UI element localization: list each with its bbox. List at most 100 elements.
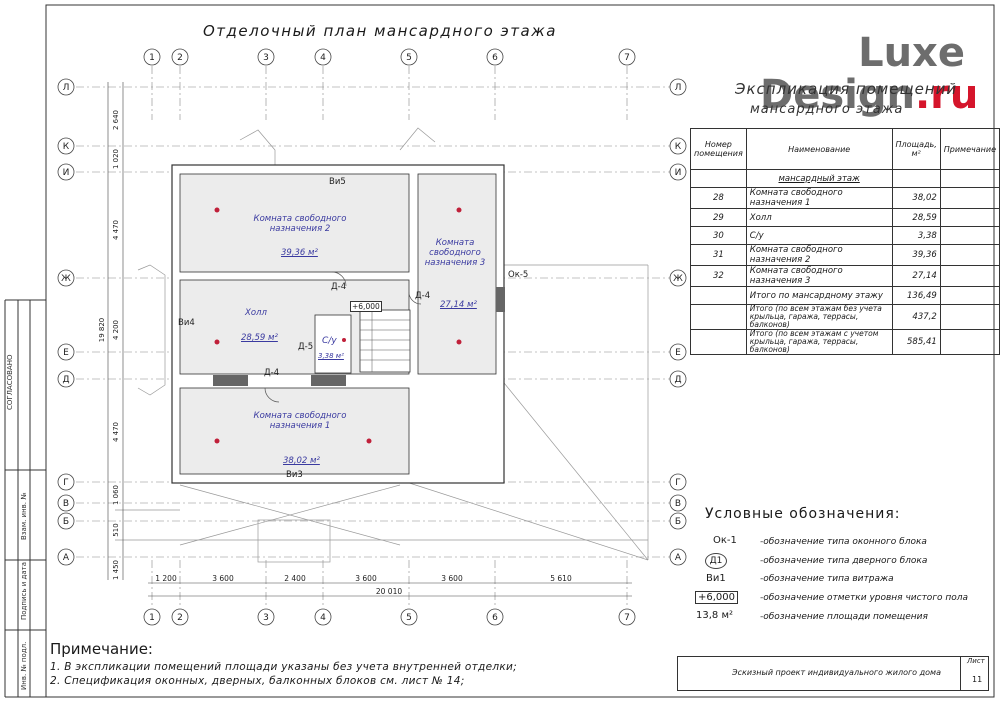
- side-label-inv1: Взам. инв. №: [20, 492, 28, 540]
- axis-label-top: 5: [406, 53, 412, 63]
- explication-table: Номер помещения Наименование Площадь, м²…: [690, 128, 1000, 355]
- label-d5: Д-5: [298, 342, 314, 352]
- legend-symbol-level: +6,000: [695, 591, 739, 604]
- axis-label-left: К: [63, 142, 70, 152]
- dimension-left: 4 470: [112, 422, 120, 442]
- axis-label-bottom: 3: [263, 613, 269, 623]
- axis-label-right: В: [675, 499, 681, 509]
- axis-label-top: 3: [263, 53, 269, 63]
- table-total-row: Итого (по всем этажам с учетом крыльца, …: [690, 329, 1000, 355]
- label-d4b: Д-4: [415, 291, 431, 301]
- label-d4a: Д-4: [331, 282, 347, 292]
- table-section-row: мансардный этаж: [690, 169, 1000, 188]
- dimension-left: 2 640: [112, 110, 120, 130]
- legend-symbol-area: 13,8 м²: [696, 610, 733, 621]
- label-d4c: Д-4: [264, 368, 280, 378]
- plan-title: Отделочный план мансардного этажа: [203, 22, 557, 40]
- label-level: +6,000: [350, 301, 382, 312]
- side-label-inv2: Инв. № подл.: [20, 641, 28, 690]
- label-vi5: Ви5: [329, 177, 346, 187]
- logo-line2: Design.ru: [760, 72, 979, 118]
- dimension-bottom: 5 610: [550, 574, 572, 583]
- dimension-left: 4 470: [112, 220, 120, 240]
- axis-label-top: 7: [624, 53, 630, 63]
- label-vi4: Ви4: [178, 318, 195, 328]
- legend-text-vitrage: -обозначение типа витража: [760, 574, 894, 584]
- axis-label-left: А: [63, 553, 70, 563]
- note-line-2: 2. Спецификация оконных, дверных, балкон…: [50, 675, 465, 687]
- explication-title: Экспликация помещений: [735, 80, 958, 98]
- dimension-total-bottom: 20 010: [376, 587, 402, 596]
- axis-label-bottom: 4: [320, 613, 326, 623]
- title-block-sheet-label: Лист: [967, 657, 985, 665]
- side-label-sign: Подпись и дата: [20, 562, 28, 620]
- dimension-left: 1 060: [112, 485, 120, 505]
- axis-label-left: Г: [63, 478, 69, 488]
- axis-label-top: 6: [492, 53, 498, 63]
- axis-label-left: Е: [63, 348, 69, 358]
- label-vi3: Ви3: [286, 470, 303, 480]
- dimension-bottom: 2 400: [284, 574, 306, 583]
- note-line-1: 1. В экспликации помещений площади указа…: [50, 661, 517, 673]
- axis-label-bottom: 1: [149, 613, 155, 623]
- axis-label-right: Л: [675, 83, 682, 93]
- axis-label-left: Д: [62, 375, 69, 385]
- title-block-divider: [960, 656, 961, 690]
- dimension-bottom: 3 600: [441, 574, 463, 583]
- dimension-left: 1 020: [112, 149, 120, 169]
- axis-label-left: Б: [63, 517, 69, 527]
- axis-label-bottom: 7: [624, 613, 630, 623]
- axis-label-right: Г: [675, 478, 681, 488]
- dimension-left: 4 200: [112, 320, 120, 340]
- dimension-bottom: 3 600: [355, 574, 377, 583]
- dimension-bottom: 1 200: [155, 574, 177, 583]
- axis-label-bottom: 5: [406, 613, 412, 623]
- axis-label-top: 1: [149, 53, 155, 63]
- dimension-bottom: 3 600: [212, 574, 234, 583]
- axis-label-right: К: [675, 142, 682, 152]
- explication-subtitle: мансардного этажа: [750, 102, 904, 117]
- axis-label-left: Ж: [61, 274, 71, 284]
- legend-text-level: -обозначение отметки уровня чистого пола: [760, 593, 969, 603]
- axis-label-bottom: 6: [492, 613, 498, 623]
- label-ok5: Ок-5: [508, 270, 529, 280]
- legend-symbol-door: Д1: [705, 553, 727, 569]
- legend-title: Условные обозначения:: [705, 506, 901, 522]
- axis-label-right: Ж: [673, 274, 683, 284]
- dimension-left: 510: [112, 523, 120, 536]
- axis-label-right: Б: [675, 517, 681, 527]
- title-block-sheet-number: 11: [972, 675, 983, 684]
- axis-label-right: И: [675, 168, 682, 178]
- logo-line1: Luxe: [858, 30, 965, 76]
- legend-text-door: -обозначение типа дверного блока: [760, 556, 928, 566]
- title-block-text: Эскизный проект индивидуального жилого д…: [732, 668, 941, 677]
- side-label-agreed: СОГЛАСОВАНО: [6, 354, 14, 410]
- dimension-total-left: 19 820: [98, 318, 106, 343]
- axis-label-right: А: [675, 553, 682, 563]
- title-block: [677, 656, 989, 691]
- axis-label-bottom: 2: [177, 613, 183, 623]
- axis-label-left: И: [63, 168, 70, 178]
- axis-label-right: Е: [675, 348, 681, 358]
- axis-label-top: 2: [177, 53, 183, 63]
- legend-symbol-window: Ок-1: [713, 535, 737, 546]
- table-total-row: Итого (по всем этажам без учета крыльца,…: [690, 304, 1000, 330]
- legend-symbol-vitrage: Ви1: [706, 573, 726, 584]
- axis-label-left: Л: [63, 83, 70, 93]
- axis-label-right: Д: [674, 375, 681, 385]
- table-header: Номер помещения Наименование Площадь, м²…: [690, 128, 1000, 170]
- axis-label-left: В: [63, 499, 69, 509]
- axis-label-top: 4: [320, 53, 326, 63]
- notes-title: Примечание:: [50, 640, 153, 658]
- legend-text-area: -обозначение площади помещения: [760, 612, 928, 622]
- legend-text-window: -обозначение типа оконного блока: [760, 537, 927, 547]
- dimension-left: 1 450: [112, 560, 120, 580]
